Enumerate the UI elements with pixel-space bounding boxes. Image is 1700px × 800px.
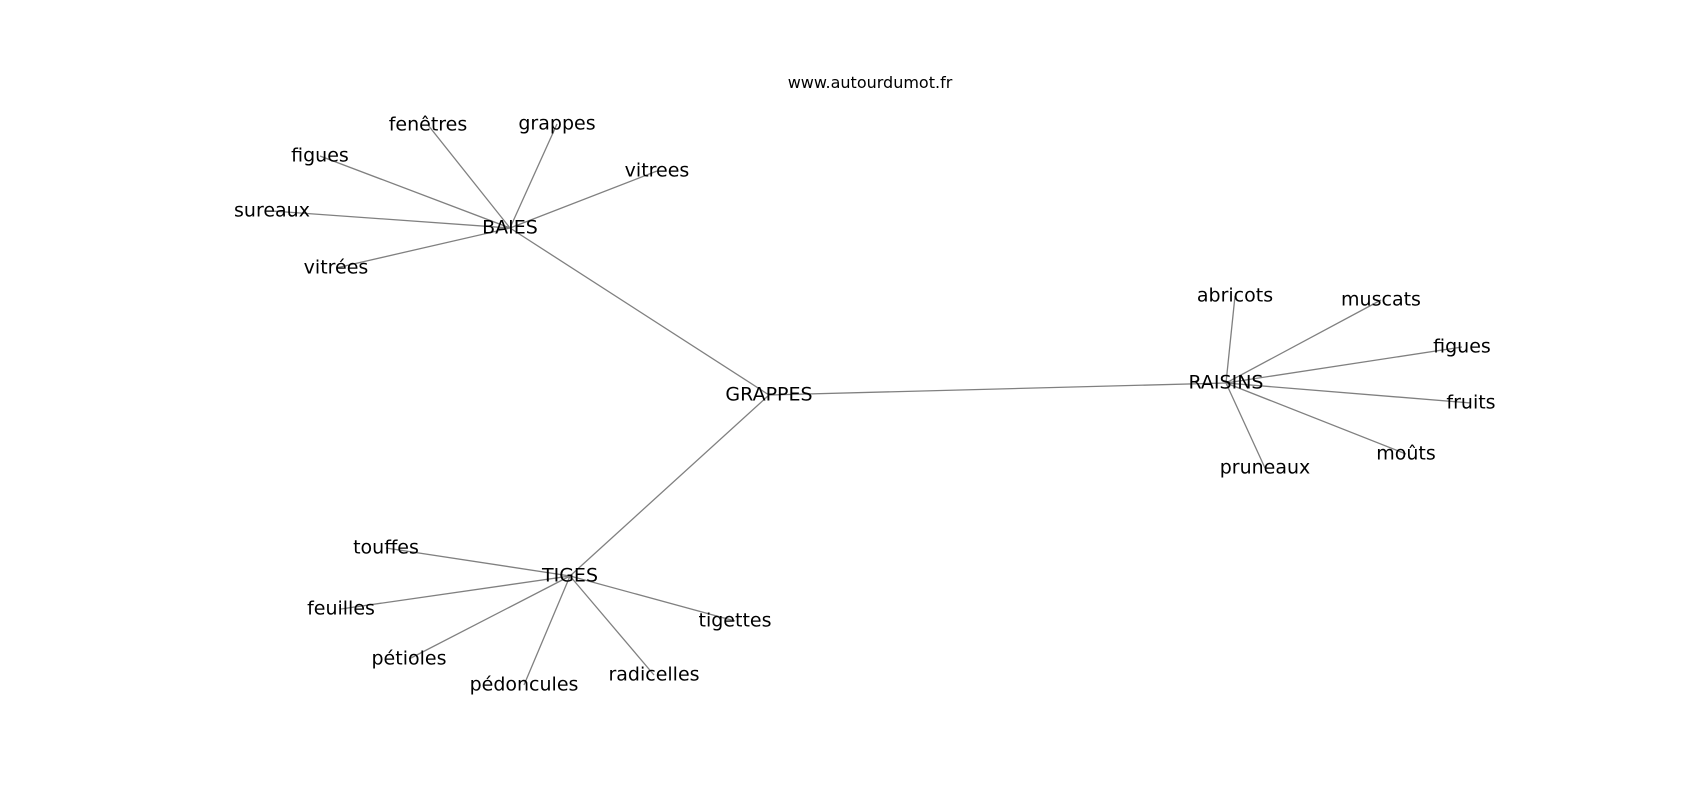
edge-raisins-raisins_mouts: [1225, 382, 1407, 455]
edge-raisins-raisins_figues: [1225, 346, 1463, 384]
node-raisins: RAISINS: [1189, 372, 1264, 394]
edge-tiges-tiges_pedoncules: [523, 575, 571, 686]
edge-baies-baies_vitrees_acc: [335, 227, 511, 269]
edge-grappes_root-tiges: [569, 394, 770, 577]
edge-baies-baies_fenetres: [427, 124, 511, 229]
node-tiges-tigettes: tigettes: [699, 610, 772, 632]
node-baies-vitrees-acc: vitrées: [304, 257, 369, 279]
node-grappes-root: GRAPPES: [725, 384, 812, 406]
edge-baies-baies_vitrees: [509, 170, 658, 229]
source-label: www.autourdumot.fr: [788, 73, 953, 92]
node-baies-grappes: grappes: [518, 113, 595, 135]
edge-grappes_root-raisins: [768, 382, 1227, 396]
edges-layer: [271, 123, 1472, 686]
edge-grappes_root-baies: [509, 227, 770, 396]
edge-tiges-tiges_petioles: [408, 575, 571, 660]
edge-baies-baies_grappes: [509, 123, 558, 229]
edge-raisins-raisins_muscats: [1225, 299, 1382, 384]
node-raisins-muscats: muscats: [1341, 289, 1421, 311]
edge-baies-baies_figues: [319, 155, 511, 229]
node-tiges-pedoncules: pédoncules: [470, 674, 579, 696]
node-baies-fenetres: fenêtres: [389, 114, 468, 136]
edge-raisins-raisins_pruneaux: [1225, 382, 1266, 469]
edge-raisins-raisins_fruits: [1225, 382, 1472, 404]
node-baies: BAIES: [482, 217, 538, 239]
node-baies-figues: figues: [291, 145, 349, 167]
node-baies-vitrees: vitrees: [625, 160, 690, 182]
node-tiges-petioles: pétioles: [372, 648, 447, 670]
node-raisins-figues: figues: [1433, 336, 1491, 358]
node-tiges-radicelles: radicelles: [608, 664, 699, 686]
node-raisins-fruits: fruits: [1446, 392, 1495, 414]
edge-tiges-tiges_feuilles: [340, 575, 571, 610]
node-tiges: TIGES: [541, 565, 598, 587]
node-tiges-feuilles: feuilles: [307, 598, 375, 620]
node-raisins-mouts: moûts: [1376, 443, 1436, 465]
node-baies-sureaux: sureaux: [234, 200, 310, 222]
edge-baies-baies_sureaux: [271, 210, 511, 229]
edge-tiges-tiges_radicelles: [569, 575, 655, 676]
node-tiges-touffes: touffes: [353, 537, 419, 559]
labels-layer: GRAPPES BAIES RAISINS TIGES fenêtres grappes v…: [234, 113, 1496, 696]
edge-tiges-tiges_touffes: [385, 547, 571, 577]
node-raisins-pruneaux: pruneaux: [1220, 457, 1311, 479]
node-raisins-abricots: abricots: [1197, 285, 1273, 307]
edge-tiges-tiges_tigettes: [569, 575, 736, 622]
edge-raisins-raisins_abricots: [1225, 295, 1236, 384]
